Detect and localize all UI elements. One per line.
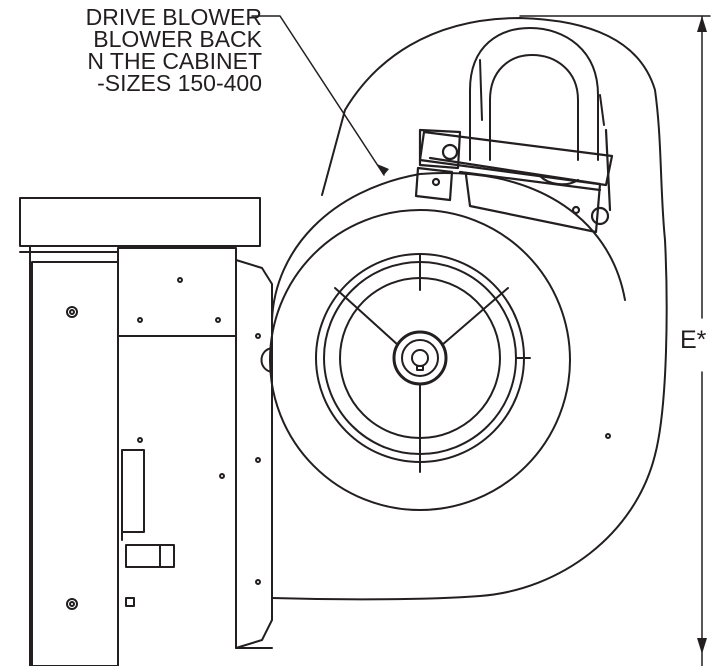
callout-line-3: N THE CABINET: [87, 48, 262, 74]
scroll-housing: [271, 17, 668, 601]
callout-line-4: -SIZES 150-400: [97, 70, 262, 96]
inlet-shroud: [269, 209, 571, 511]
callout-line-2: BLOWER BACK: [93, 26, 262, 52]
cabinet: [19, 197, 611, 666]
drain-fitting: [125, 544, 175, 568]
motor-lines: [479, 59, 483, 121]
dimension-e: [519, 15, 711, 666]
callout-text: DRIVE BLOWER BLOWER BACK N THE CABINET -…: [0, 4, 262, 96]
motor-mount-bracket: [414, 128, 614, 234]
callout-line-1: DRIVE BLOWER: [85, 4, 262, 30]
spoke: [334, 287, 399, 346]
callout-leader: [251, 15, 385, 176]
cabinet-screw: [66, 306, 78, 318]
motor-body: [469, 27, 599, 161]
motor-inner: [489, 54, 579, 161]
terminal-strip: [121, 449, 145, 533]
blower-wheel: [315, 253, 531, 473]
dimension-label: E*: [680, 326, 707, 354]
housing-rim: [270, 172, 626, 597]
